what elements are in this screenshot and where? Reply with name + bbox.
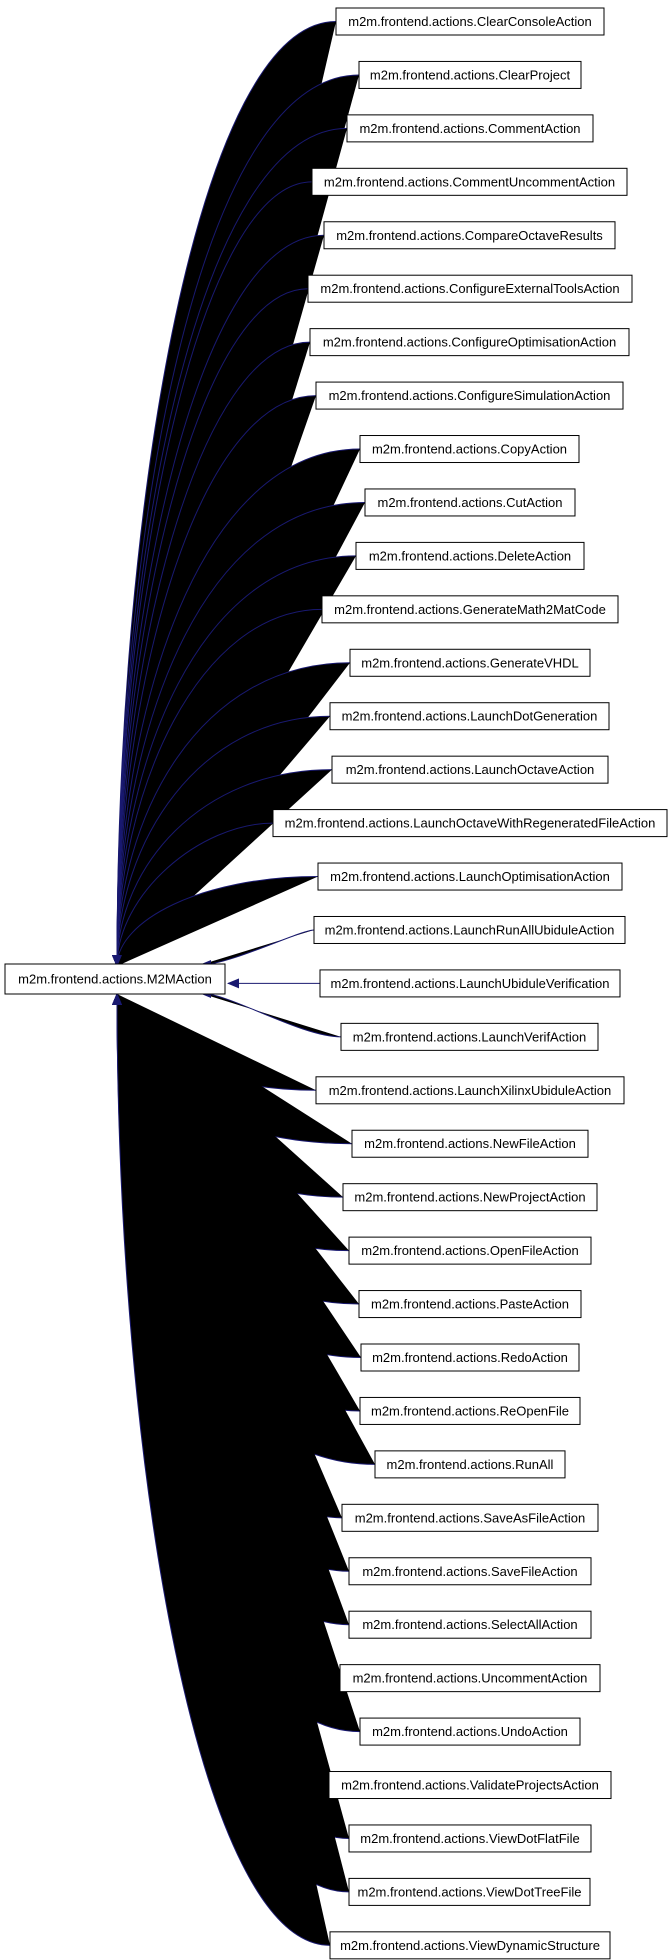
subclass-node[interactable]: m2m.frontend.actions.LaunchOctaveAction (331, 755, 609, 784)
inheritance-edge (199, 988, 342, 1038)
subclass-label: m2m.frontend.actions.ConfigureOptimisati… (323, 335, 616, 350)
subclass-node[interactable]: m2m.frontend.actions.NewFileAction (351, 1129, 589, 1158)
subclass-node[interactable]: m2m.frontend.actions.ClearConsoleAction (335, 7, 605, 36)
subclass-node[interactable]: m2m.frontend.actions.LaunchVerifAction (340, 1022, 599, 1051)
subclass-node[interactable]: m2m.frontend.actions.ViewDotTreeFile (348, 1877, 591, 1906)
subclass-node[interactable]: m2m.frontend.actions.LaunchRunAllUbidule… (313, 915, 626, 944)
subclass-node[interactable]: m2m.frontend.actions.LaunchOptimisationA… (317, 862, 623, 891)
subclass-node[interactable]: m2m.frontend.actions.PasteAction (358, 1290, 582, 1319)
subclass-label: m2m.frontend.actions.ViewDynamicStructur… (340, 1938, 600, 1953)
subclass-node[interactable]: m2m.frontend.actions.ViewDynamicStructur… (329, 1931, 611, 1960)
subclass-label: m2m.frontend.actions.GenerateMath2MatCod… (334, 602, 606, 617)
subclass-node[interactable]: m2m.frontend.actions.LaunchOctaveWithReg… (272, 809, 668, 838)
subclass-label: m2m.frontend.actions.RunAll (387, 1457, 554, 1472)
subclass-label: m2m.frontend.actions.ConfigureSimulation… (329, 388, 611, 403)
subclass-label: m2m.frontend.actions.UncommentAction (353, 1671, 588, 1686)
subclass-label: m2m.frontend.actions.ClearConsoleAction (348, 14, 592, 29)
subclass-label: m2m.frontend.actions.ClearProject (370, 67, 571, 82)
subclass-node[interactable]: m2m.frontend.actions.ClearProject (358, 60, 582, 89)
class-nodes: m2m.frontend.actions.M2MAction m2m.front… (4, 7, 668, 1960)
subclass-node[interactable]: m2m.frontend.actions.CommentAction (346, 114, 594, 143)
subclass-node[interactable]: m2m.frontend.actions.SaveFileAction (348, 1557, 592, 1586)
inheritance-edge (112, 822, 274, 967)
inheritance-edge (112, 876, 319, 967)
subclass-node[interactable]: m2m.frontend.actions.ValidateProjectsAct… (328, 1771, 612, 1800)
subclass-label: m2m.frontend.actions.SaveFileAction (362, 1564, 577, 1579)
subclass-label: m2m.frontend.actions.SaveAsFileAction (355, 1510, 586, 1525)
subclass-node[interactable]: m2m.frontend.actions.SaveAsFileAction (341, 1503, 599, 1532)
subclass-label: m2m.frontend.actions.LaunchOctaveWithReg… (285, 816, 656, 831)
subclass-label: m2m.frontend.actions.ViewDotFlatFile (360, 1831, 579, 1846)
subclass-label: m2m.frontend.actions.LaunchVerifAction (353, 1029, 586, 1044)
subclass-label: m2m.frontend.actions.CommentAction (359, 121, 580, 136)
subclass-label: m2m.frontend.actions.LaunchRunAllUbidule… (325, 922, 615, 937)
subclass-node[interactable]: m2m.frontend.actions.LaunchXilinxUbidule… (315, 1076, 625, 1105)
subclass-label: m2m.frontend.actions.LaunchXilinxUbidule… (329, 1083, 612, 1098)
subclass-node[interactable]: m2m.frontend.actions.ConfigureOptimisati… (309, 328, 630, 357)
subclass-label: m2m.frontend.actions.LaunchOptimisationA… (330, 869, 610, 884)
inheritance-edge (199, 929, 315, 970)
subclass-label: m2m.frontend.actions.UndoAction (372, 1724, 568, 1739)
subclass-label: m2m.frontend.actions.LaunchOctaveAction (346, 762, 595, 777)
subclass-node[interactable]: m2m.frontend.actions.NewProjectAction (342, 1183, 598, 1212)
subclass-label: m2m.frontend.actions.ConfigureExternalTo… (320, 281, 619, 296)
subclass-node[interactable]: m2m.frontend.actions.DeleteAction (355, 541, 585, 570)
subclass-node[interactable]: m2m.frontend.actions.GenerateMath2MatCod… (321, 595, 619, 624)
subclass-label: m2m.frontend.actions.CutAction (378, 495, 563, 510)
subclass-label: m2m.frontend.actions.CompareOctaveResult… (336, 228, 603, 243)
subclass-node[interactable]: m2m.frontend.actions.OpenFileAction (348, 1236, 592, 1265)
subclass-node[interactable]: m2m.frontend.actions.CommentUncommentAct… (311, 167, 628, 196)
subclass-label: m2m.frontend.actions.RedoAction (372, 1350, 568, 1365)
subclass-label: m2m.frontend.actions.SelectAllAction (362, 1617, 577, 1632)
subclass-node[interactable]: m2m.frontend.actions.CutAction (364, 488, 576, 517)
subclass-node[interactable]: m2m.frontend.actions.SelectAllAction (348, 1610, 592, 1639)
subclass-label: m2m.frontend.actions.NewProjectAction (354, 1190, 585, 1205)
subclass-node[interactable]: m2m.frontend.actions.ViewDotFlatFile (348, 1824, 592, 1853)
subclass-label: m2m.frontend.actions.ViewDotTreeFile (358, 1884, 582, 1899)
subclass-node[interactable]: m2m.frontend.actions.ConfigureSimulation… (315, 381, 624, 410)
subclass-node[interactable]: m2m.frontend.actions.ConfigureExternalTo… (307, 274, 633, 303)
base-class-node[interactable]: m2m.frontend.actions.M2MAction (4, 963, 226, 995)
subclass-label: m2m.frontend.actions.GenerateVHDL (361, 655, 579, 670)
subclass-label: m2m.frontend.actions.PasteAction (371, 1297, 569, 1312)
subclass-node[interactable]: m2m.frontend.actions.UndoAction (359, 1717, 581, 1746)
subclass-label: m2m.frontend.actions.OpenFileAction (361, 1243, 579, 1258)
subclass-label: m2m.frontend.actions.ValidateProjectsAct… (341, 1778, 599, 1793)
subclass-node[interactable]: m2m.frontend.actions.LaunchDotGeneration (329, 702, 610, 731)
subclass-label: m2m.frontend.actions.CommentUncommentAct… (324, 174, 615, 189)
subclass-node[interactable]: m2m.frontend.actions.CopyAction (359, 435, 580, 464)
subclass-node[interactable]: m2m.frontend.actions.UncommentAction (339, 1664, 601, 1693)
subclass-node[interactable]: m2m.frontend.actions.RedoAction (360, 1343, 580, 1372)
subclass-node[interactable]: m2m.frontend.actions.CompareOctaveResult… (323, 221, 616, 250)
subclass-label: m2m.frontend.actions.DeleteAction (369, 548, 571, 563)
base-class-label: m2m.frontend.actions.M2MAction (18, 972, 212, 987)
inheritance-edges (112, 21, 376, 1946)
subclass-node[interactable]: m2m.frontend.actions.RunAll (374, 1450, 566, 1479)
subclass-node[interactable]: m2m.frontend.actions.LaunchUbiduleVerifi… (319, 969, 621, 998)
subclass-label: m2m.frontend.actions.CopyAction (372, 442, 567, 457)
inheritance-edge (112, 993, 331, 1946)
subclass-label: m2m.frontend.actions.ReOpenFile (371, 1403, 569, 1418)
subclass-node[interactable]: m2m.frontend.actions.GenerateVHDL (349, 648, 591, 677)
subclass-label: m2m.frontend.actions.LaunchDotGeneration (342, 709, 598, 724)
subclass-node[interactable]: m2m.frontend.actions.ReOpenFile (359, 1396, 581, 1425)
subclass-label: m2m.frontend.actions.NewFileAction (364, 1136, 576, 1151)
subclass-label: m2m.frontend.actions.LaunchUbiduleVerifi… (331, 976, 610, 991)
